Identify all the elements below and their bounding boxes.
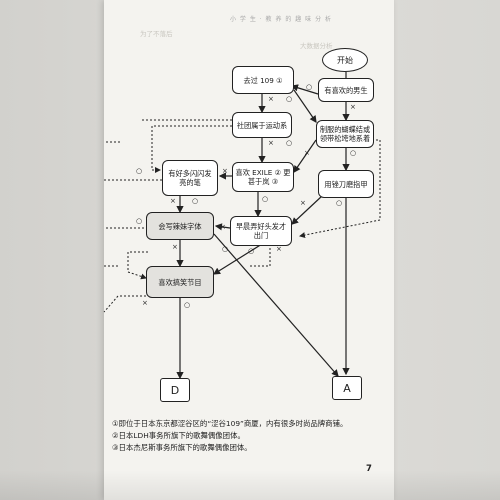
shibuya-109-node: 去过 109 ① — [232, 66, 294, 94]
sparkly-pen-node: 有好多闪闪发亮的笔 — [162, 160, 218, 196]
yes-mark: ○ — [136, 217, 143, 225]
comedy-node: 喜欢搞笑节目 — [146, 266, 214, 298]
no-mark: × — [268, 139, 274, 147]
no-mark: × — [170, 197, 176, 205]
yes-mark: ○ — [350, 149, 357, 157]
running-header: 小 学 生 · 教 养 的 趣 味 分 析 — [230, 16, 332, 23]
page-shadow — [0, 470, 500, 500]
yes-mark: ○ — [286, 95, 293, 103]
sports-club-node: 社团属于运动系 — [232, 112, 292, 138]
yes-mark: ○ — [262, 195, 269, 203]
no-mark: × — [142, 299, 148, 307]
exile-node: 喜欢 EXILE ② 更甚于岚 ③ — [232, 162, 294, 192]
no-mark: × — [300, 199, 306, 207]
yes-mark: ○ — [222, 245, 229, 253]
faded-text: 为了不落后 — [140, 30, 173, 38]
nail-file-node: 用锉刀磨指甲 — [318, 170, 374, 198]
no-mark: × — [222, 167, 228, 175]
yes-mark: ○ — [306, 83, 313, 91]
no-mark: × — [276, 245, 282, 253]
no-mark: × — [304, 149, 310, 157]
page-number: 7 — [366, 464, 372, 474]
faded-text: 大数据分析 — [300, 42, 333, 50]
hairstyle-node: 早晨弄好头发才出门 — [230, 216, 292, 246]
uniform-ribbon-node: 制服的蝴蝶结或领带松垮地系着 — [316, 120, 374, 148]
footnote-1: ①即位于日本东京都涩谷区的“涩谷109”商厦，内有很多时尚品牌商铺。 — [112, 419, 348, 428]
yes-mark: ○ — [192, 197, 199, 205]
footnote-3: ③日本杰尼斯事务所旗下的歌舞偶像团体。 — [112, 443, 252, 452]
yes-mark: ○ — [184, 301, 191, 309]
yes-mark: ○ — [336, 199, 343, 207]
no-mark: × — [268, 95, 274, 103]
yes-mark: ○ — [136, 167, 143, 175]
result-d-node: D — [160, 378, 190, 402]
result-a-node: A — [332, 376, 362, 400]
likes-boy-node: 有喜欢的男生 — [318, 78, 374, 102]
yes-mark: ○ — [248, 247, 255, 255]
no-mark: × — [172, 243, 178, 251]
yes-mark: ○ — [286, 139, 293, 147]
no-mark: × — [220, 223, 226, 231]
no-mark: × — [350, 103, 356, 111]
footnote-2: ②日本LDH事务所旗下的歌舞偶像团体。 — [112, 431, 245, 440]
cute-font-node: 会写辣妹字体 — [146, 212, 214, 240]
start-node: 开始 — [322, 48, 368, 72]
